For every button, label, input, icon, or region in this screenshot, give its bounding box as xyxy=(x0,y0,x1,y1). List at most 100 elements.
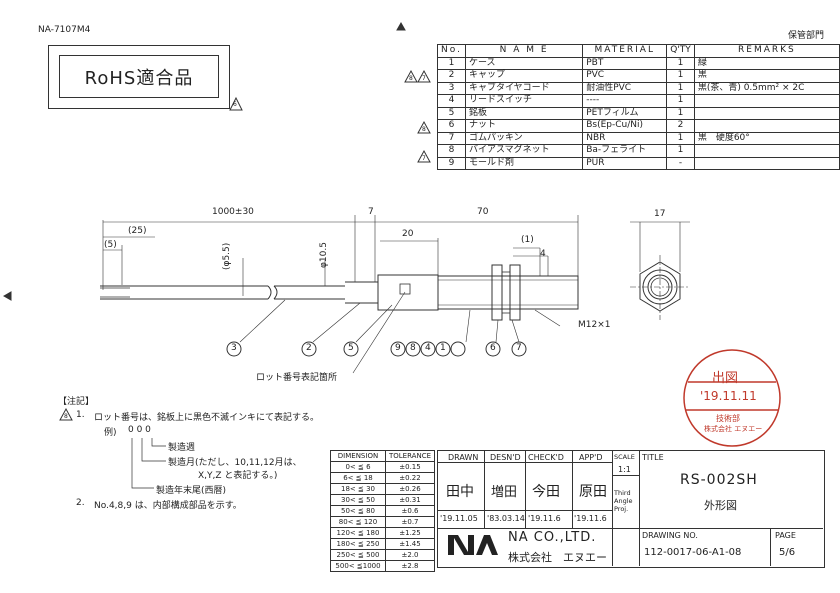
stamp-date: '19.11.11 xyxy=(700,389,757,403)
na-logo-a xyxy=(476,535,498,555)
note-week: 製造週 xyxy=(168,443,196,453)
checked-header: CHECK'D xyxy=(528,453,564,462)
projection-note: Third Angle Proj. xyxy=(614,489,633,513)
title-block xyxy=(437,450,825,568)
tolerance-row: 500< ≦1000±2.8 xyxy=(330,560,435,572)
note-month-2: X,Y,Z と表記する。) xyxy=(198,471,278,481)
balloon-2: 2 xyxy=(306,343,312,353)
checked-signature: 今田 xyxy=(532,484,560,500)
drawn-header: DRAWN xyxy=(448,453,479,462)
storage-dept-note: 保管部門 xyxy=(788,31,825,41)
dim-4: 4 xyxy=(540,249,546,259)
doc-code: NA-7107M4 xyxy=(38,25,91,35)
rohs-frame: RoHS適合品 xyxy=(48,45,230,109)
tolerance-row: 6< ≦ 18±0.22 xyxy=(330,472,435,484)
designed-signature: 増田 xyxy=(491,485,518,500)
approved-date: '19.11.6 xyxy=(574,514,607,523)
dim-strip-25: (25) xyxy=(128,226,147,236)
tolerance-row: 180< ≦ 250±1.45 xyxy=(330,538,435,550)
checked-date: '19.11.6 xyxy=(528,514,561,523)
sensor-body xyxy=(377,274,439,311)
threaded-body xyxy=(437,275,579,310)
balloon-4: 4 xyxy=(425,343,431,353)
rohs-label: RoHS適合品 xyxy=(84,67,194,89)
page-number: 5/6 xyxy=(779,547,796,558)
dim-phi-5-5: (φ5.5) xyxy=(222,242,232,270)
balloon-6: 6 xyxy=(490,343,496,353)
nut-2 xyxy=(509,264,521,321)
dim-1: (1) xyxy=(521,235,534,245)
tolerance-row: 120< ≦ 180±1.25 xyxy=(330,527,435,539)
balloon-1: 1 xyxy=(440,343,446,353)
left-center-mark xyxy=(2,291,12,301)
balloon-7: 7 xyxy=(516,343,522,353)
end-view-hex xyxy=(639,261,681,312)
title-header: TITLE xyxy=(642,453,664,462)
balloon-8: 8 xyxy=(410,343,416,353)
thread-spec: M12×1 xyxy=(578,320,611,330)
stamp-company: 株式会社 エヌエー xyxy=(704,425,763,433)
drawing-subtitle: 外形図 xyxy=(704,499,737,512)
scale-value: 1:1 xyxy=(618,465,631,474)
drawing-title: RS-002SH xyxy=(680,472,758,488)
tolerance-row: 18< ≦ 30±0.26 xyxy=(330,483,435,495)
approved-signature: 原田 xyxy=(579,484,607,500)
note-year: 製造年末尾(西暦) xyxy=(156,486,227,496)
drawn-signature: 田中 xyxy=(446,484,474,500)
dim-20: 20 xyxy=(402,229,414,239)
tolerance-row: 250< ≦ 500±2.0 xyxy=(330,549,435,561)
drawing-no-header: DRAWING NO. xyxy=(642,531,698,540)
company-name-en: NA CO.,LTD. xyxy=(508,530,597,545)
approval-stamp xyxy=(683,349,781,447)
approved-header: APP'D xyxy=(579,453,603,462)
dim-cap-length: 7 xyxy=(368,207,374,217)
lot-number-label: ロット番号表記箇所 xyxy=(256,373,338,383)
note-2-number: 2. xyxy=(76,498,85,508)
tolerance-row: 50< ≦ 80±0.6 xyxy=(330,505,435,517)
balloon-3: 3 xyxy=(231,343,237,353)
page-header: PAGE xyxy=(775,531,796,540)
scale-header: SCALE xyxy=(614,453,635,461)
designed-header: DESN'D xyxy=(490,453,521,462)
note-1-number: 1. xyxy=(76,410,85,420)
parts-header-row: No. N A M E MATERIAL Q'TY REMARKS xyxy=(437,44,840,58)
note-1-text: ロット番号は、銘板上に黒色不滅インキにて表記する。 xyxy=(94,413,320,423)
na-logo-n xyxy=(448,535,474,555)
drawing-number: 112-0017-06-A1-08 xyxy=(644,547,742,558)
dim-strip-5: (5) xyxy=(104,240,117,250)
dim-body-length: 70 xyxy=(477,207,489,217)
note-example-label: 例) xyxy=(104,428,117,438)
dim-phi-10-5: φ10.5 xyxy=(319,242,329,268)
cable-outline xyxy=(100,285,268,300)
dim-17: 17 xyxy=(654,209,666,219)
rohs-revision-mark: 6 xyxy=(233,101,237,108)
cable-break xyxy=(267,285,278,300)
lot-marking-area xyxy=(399,283,411,295)
note-month: 製造月(ただし、10,11,12月は、 xyxy=(168,458,302,468)
tolerance-row: 80< ≦ 120±0.7 xyxy=(330,516,435,528)
note-example-code: 0 0 0 xyxy=(128,425,151,435)
designed-date: '83.03.14 xyxy=(487,514,525,523)
balloon-5: 5 xyxy=(348,343,354,353)
top-center-mark xyxy=(396,21,406,31)
dim-cable-length: 1000±30 xyxy=(212,207,254,217)
stamp-dept: 技術部 xyxy=(716,414,740,423)
note-2-text: No.4,8,9 は、内部構成部品を示す。 xyxy=(94,501,242,511)
notes-title: 【注記】 xyxy=(58,397,95,407)
drawn-date: '19.11.05 xyxy=(440,514,478,523)
tolerance-row: 30< ≦ 50±0.31 xyxy=(330,494,435,506)
company-name-jp: 株式会社 エヌエー xyxy=(508,551,607,564)
nut-1 xyxy=(491,264,503,321)
